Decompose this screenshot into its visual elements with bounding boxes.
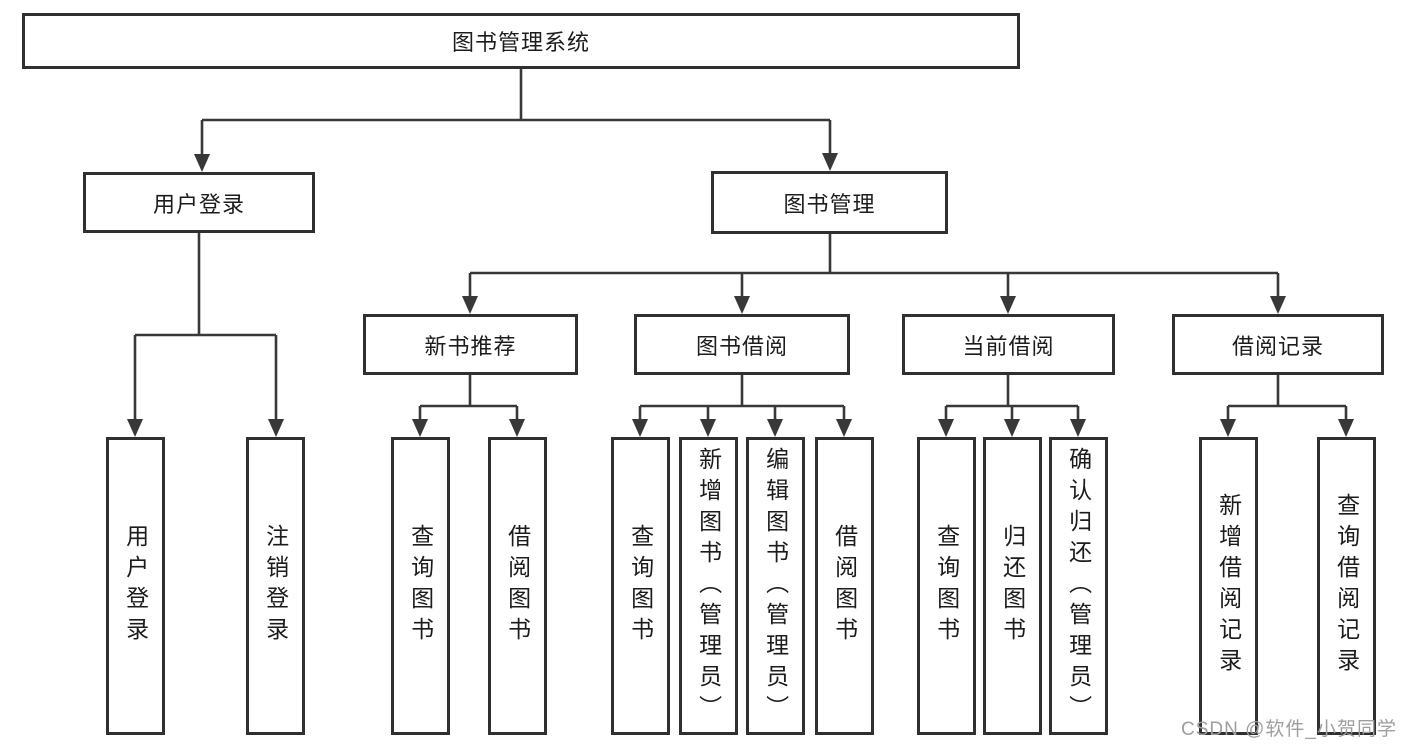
leaf-return-books-label: 归还图书	[999, 524, 1026, 648]
node-new-book-recommendation-label: 新书推荐	[424, 333, 517, 359]
node-book-borrowing: 图书借阅	[634, 314, 850, 375]
edge-book-borrowing-to-leaves	[632, 375, 852, 437]
edge-new-book-recommendation-to-leaves	[412, 375, 525, 437]
leaf-borrow-books-recommend-label: 借阅图书	[504, 524, 531, 648]
node-borrowing-records-label: 借阅记录	[1231, 333, 1324, 359]
node-book-borrowing-label: 图书借阅	[695, 333, 788, 359]
node-current-borrowing-label: 当前借阅	[962, 333, 1055, 359]
leaf-confirm-return-admin: 确认归还（管理员）	[1049, 437, 1108, 735]
edge-borrowing-records-to-leaves	[1220, 375, 1354, 437]
leaf-edit-book-admin: 编辑图书（管理员）	[746, 437, 805, 735]
leaf-query-books-recommend-label: 查询图书	[407, 524, 434, 648]
node-root: 图书管理系统	[22, 13, 1020, 69]
leaf-query-books-borrow-label: 查询图书	[627, 524, 654, 648]
edge-user-login-to-leaves	[127, 233, 284, 437]
edge-current-borrowing-to-leaves	[938, 375, 1086, 437]
leaf-add-borrow-record: 新增借阅记录	[1199, 437, 1258, 735]
watermark: CSDN @软件_小贺同学	[1181, 719, 1397, 740]
leaf-borrow-books-borrow-label: 借阅图书	[831, 524, 858, 648]
leaf-add-book-admin: 新增图书（管理员）	[679, 437, 738, 735]
node-user-login-label: 用户登录	[152, 191, 245, 217]
edge-book-management-to-level3	[462, 234, 1286, 314]
node-book-management: 图书管理	[711, 171, 948, 234]
node-current-borrowing: 当前借阅	[902, 314, 1115, 375]
leaf-add-borrow-record-label: 新增借阅记录	[1215, 493, 1242, 679]
leaf-logout-login-label: 注销登录	[262, 524, 289, 648]
leaf-query-books-recommend: 查询图书	[391, 437, 450, 735]
node-book-management-label: 图书管理	[783, 191, 876, 217]
edge-root-to-level2	[194, 69, 838, 172]
leaf-edit-book-admin-label: 编辑图书（管理员）	[762, 446, 789, 726]
node-root-label: 图书管理系统	[451, 30, 590, 55]
leaf-logout-login: 注销登录	[246, 437, 305, 735]
leaf-borrow-books-borrow: 借阅图书	[815, 437, 874, 735]
leaf-query-books-borrow: 查询图书	[611, 437, 670, 735]
leaf-add-book-admin-label: 新增图书（管理员）	[695, 446, 722, 726]
leaf-query-books-current: 查询图书	[917, 437, 976, 735]
leaf-query-books-current-label: 查询图书	[933, 524, 960, 648]
node-new-book-recommendation: 新书推荐	[363, 314, 578, 375]
node-borrowing-records: 借阅记录	[1172, 314, 1384, 375]
leaf-user-login-label: 用户登录	[122, 524, 149, 648]
node-user-login: 用户登录	[83, 172, 315, 233]
leaf-query-borrow-record-label: 查询借阅记录	[1333, 493, 1360, 679]
leaf-query-borrow-record: 查询借阅记录	[1317, 437, 1376, 735]
leaf-return-books: 归还图书	[983, 437, 1042, 735]
leaf-confirm-return-admin-label: 确认归还（管理员）	[1065, 446, 1092, 726]
leaf-borrow-books-recommend: 借阅图书	[488, 437, 547, 735]
leaf-user-login: 用户登录	[106, 437, 165, 735]
